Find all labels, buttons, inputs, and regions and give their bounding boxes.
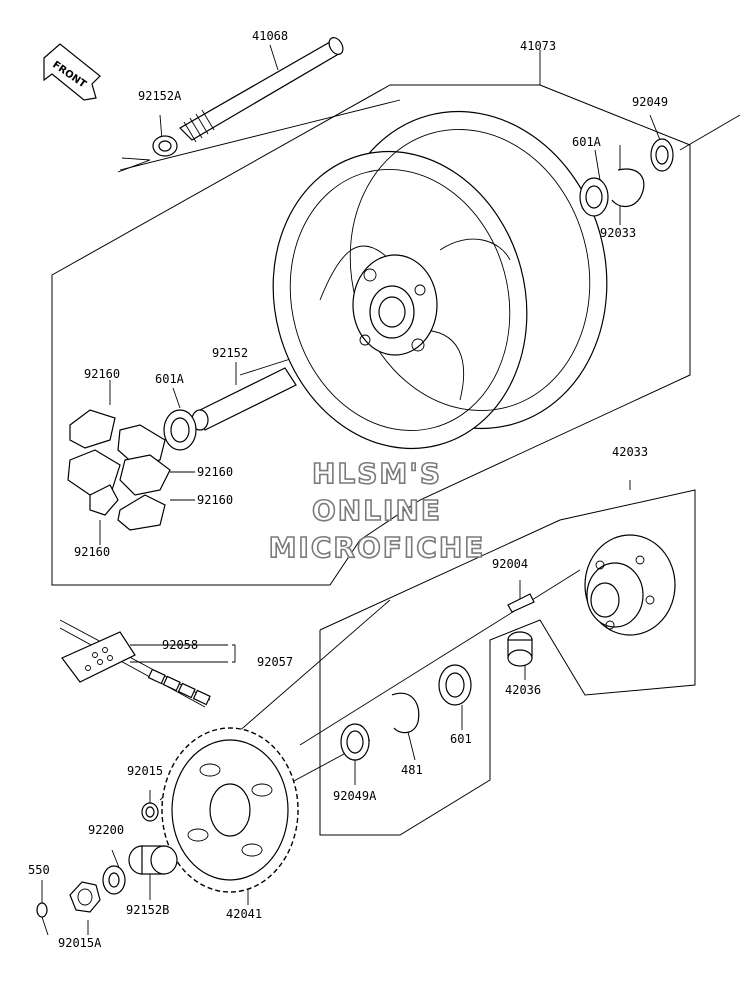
hub-group-frame bbox=[319, 489, 696, 836]
circlip-481 bbox=[391, 692, 420, 734]
stud-92004 bbox=[507, 593, 535, 613]
axle-part bbox=[179, 37, 344, 143]
label-92160-b[interactable]: 92160 bbox=[197, 465, 233, 479]
label-42041[interactable]: 42041 bbox=[226, 907, 262, 921]
seal-92049A bbox=[340, 723, 370, 761]
label-92033[interactable]: 92033 bbox=[600, 226, 636, 240]
label-92015[interactable]: 92015 bbox=[127, 764, 163, 778]
label-41068[interactable]: 41068 bbox=[252, 29, 288, 43]
label-92057[interactable]: 92057 bbox=[257, 655, 293, 669]
label-92058[interactable]: 92058 bbox=[162, 638, 198, 652]
bearing-601 bbox=[438, 664, 472, 706]
damper-92160-set bbox=[67, 409, 171, 531]
label-41073[interactable]: 41073 bbox=[520, 39, 556, 53]
label-92160-d[interactable]: 92160 bbox=[74, 545, 110, 559]
label-92152[interactable]: 92152 bbox=[212, 346, 248, 360]
label-92015A[interactable]: 92015A bbox=[58, 936, 102, 950]
watermark: HLSM'S ONLINE MICROFICHE bbox=[268, 456, 486, 565]
wheel-group-frame bbox=[51, 84, 691, 586]
front-direction-arrow: FRONT bbox=[43, 43, 101, 101]
watermark-line-1: HLSM'S bbox=[312, 457, 442, 490]
watermark-line-3: MICROFICHE bbox=[269, 531, 486, 564]
collar-42036 bbox=[507, 631, 533, 667]
bearing-601A-mid bbox=[163, 409, 197, 451]
label-42033[interactable]: 42033 bbox=[612, 445, 648, 459]
chain-92057 bbox=[59, 619, 211, 708]
nut-92015 bbox=[141, 802, 159, 822]
label-481[interactable]: 481 bbox=[401, 763, 423, 777]
circlip-92033 bbox=[611, 168, 645, 208]
nut-92015A bbox=[69, 881, 101, 913]
label-92152A[interactable]: 92152A bbox=[138, 89, 182, 103]
spacer-92152 bbox=[191, 367, 297, 431]
watermark-line-2: ONLINE bbox=[312, 494, 442, 527]
label-92200[interactable]: 92200 bbox=[88, 823, 124, 837]
part-labels: 41068 41073 92152A 92049 601A 92033 9215… bbox=[28, 29, 668, 950]
seal-92049 bbox=[650, 138, 674, 172]
label-92004[interactable]: 92004 bbox=[492, 557, 528, 571]
label-92152B[interactable]: 92152B bbox=[126, 903, 169, 917]
label-601A-top[interactable]: 601A bbox=[572, 135, 602, 149]
label-601A-mid[interactable]: 601A bbox=[155, 372, 185, 386]
bearing-601A-top bbox=[579, 177, 609, 217]
coupling-42033 bbox=[584, 534, 676, 636]
label-92160-c[interactable]: 92160 bbox=[197, 493, 233, 507]
label-92160-a[interactable]: 92160 bbox=[84, 367, 120, 381]
washer-92200 bbox=[102, 865, 126, 895]
label-42036[interactable]: 42036 bbox=[505, 683, 541, 697]
label-601[interactable]: 601 bbox=[450, 732, 472, 746]
label-92049A[interactable]: 92049A bbox=[333, 789, 377, 803]
sprocket-42041 bbox=[161, 727, 299, 893]
cotter-pin-550 bbox=[36, 902, 49, 936]
label-550[interactable]: 550 bbox=[28, 863, 50, 877]
rear-wheel-rim bbox=[272, 110, 608, 450]
collar-92152B bbox=[128, 845, 178, 875]
label-92049[interactable]: 92049 bbox=[632, 95, 668, 109]
nut-92152A bbox=[152, 135, 178, 157]
